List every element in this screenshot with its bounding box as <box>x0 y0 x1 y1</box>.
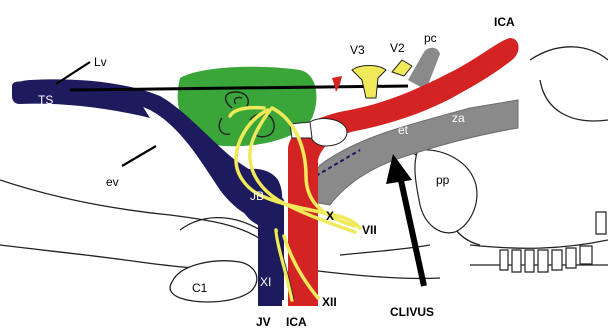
label-clivus: CLIVUS <box>390 305 434 319</box>
jugular-vein <box>258 218 282 306</box>
v3-nerve <box>352 66 386 99</box>
label-pp: pp <box>436 173 450 187</box>
label-et: et <box>398 123 409 137</box>
label-vii: VII <box>362 223 377 237</box>
label-za: za <box>452 111 465 125</box>
label-lv: Lv <box>94 55 107 69</box>
red-marker <box>332 76 342 92</box>
label-ev: ev <box>106 175 119 189</box>
teeth <box>500 212 606 272</box>
foramen-lacerum-cartilage <box>309 119 347 146</box>
label-v2: V2 <box>390 41 405 55</box>
pterygoid-plate <box>415 150 477 233</box>
v2-nerve <box>392 60 412 76</box>
label-jb: JB <box>250 189 264 203</box>
label-x: X <box>326 209 334 223</box>
label-ts: TS <box>38 93 53 107</box>
label-ica-bottom: ICA <box>286 315 307 329</box>
label-v3: V3 <box>350 43 365 57</box>
label-xi: XI <box>260 275 271 289</box>
label-c1: C1 <box>192 281 208 295</box>
label-xii: XII <box>322 295 337 309</box>
label-jv: JV <box>256 315 271 329</box>
label-ica-top: ICA <box>494 15 515 29</box>
label-ss: SS <box>148 121 164 135</box>
label-pc: pc <box>424 31 437 45</box>
